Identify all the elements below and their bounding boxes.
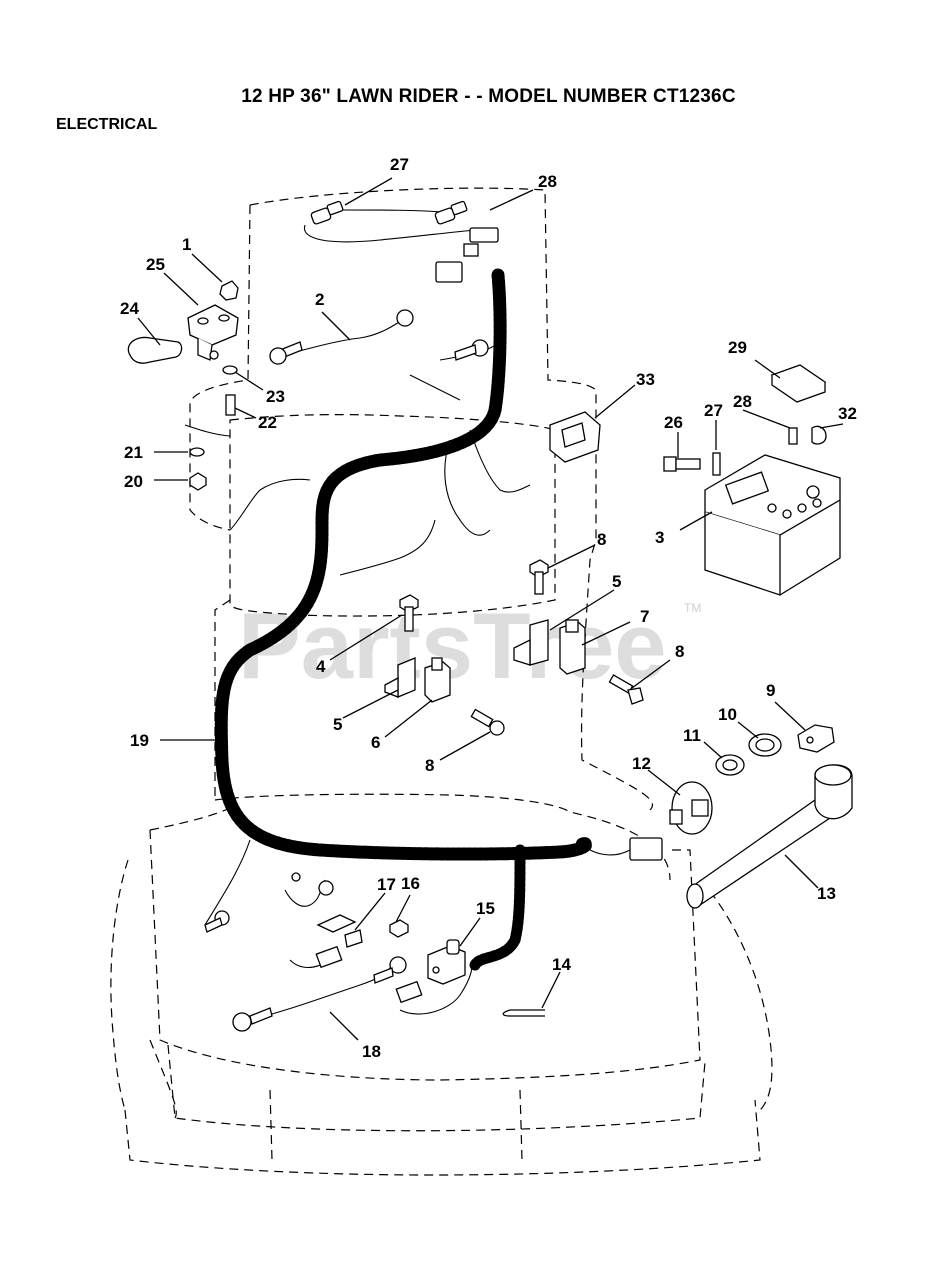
- callout-5-left: 5: [333, 715, 342, 734]
- nut-1: [219, 280, 239, 301]
- lamp-socket-32: [434, 200, 499, 257]
- callout-14: 14: [552, 955, 571, 974]
- callout-5-right: 5: [612, 572, 621, 591]
- callout-3: 3: [655, 528, 664, 547]
- terminal-28: [788, 427, 798, 445]
- interlock-switch-7: [559, 619, 586, 675]
- callout-26: 26: [664, 413, 683, 432]
- fuse-16: [389, 919, 409, 938]
- callout-22: 22: [258, 413, 277, 432]
- callout-32: 28: [538, 172, 557, 191]
- washer-23: [222, 365, 238, 375]
- leader-lines: [137, 177, 844, 1041]
- diagram-title: 12 HP 36" LAWN RIDER - - MODEL NUMBER CT…: [241, 86, 736, 107]
- callout-24: 24: [120, 299, 139, 318]
- callout-21: 21: [124, 443, 143, 462]
- callout-29: 29: [728, 338, 747, 357]
- callout-27: 27: [704, 401, 723, 420]
- callout-19: 19: [130, 731, 149, 750]
- ring-terminals-lower: [204, 872, 334, 933]
- callout-8-right: 8: [675, 642, 684, 661]
- ignition-key-9: [797, 724, 835, 753]
- callout-17: 17: [377, 875, 396, 894]
- callout-13: 13: [817, 884, 836, 903]
- ground-cable-2: [269, 309, 414, 365]
- washer-21: [189, 447, 205, 457]
- callout-10: 10: [718, 705, 737, 724]
- bolt-8-lower: [470, 708, 505, 736]
- solenoid-25: [187, 304, 239, 361]
- callout-31: 27: [390, 155, 409, 174]
- switch-33: [549, 411, 601, 463]
- callout-9: 9: [766, 681, 775, 700]
- callout-23: 23: [266, 387, 285, 406]
- nut-11: [715, 754, 745, 776]
- callout-25: 25: [146, 255, 165, 274]
- connector-terminal: [395, 980, 423, 1004]
- callout-12: 12: [632, 754, 651, 773]
- bolt-8-right: [608, 674, 644, 705]
- nut-20: [189, 472, 207, 491]
- callout-1: 1: [182, 235, 191, 254]
- cover-30: [811, 425, 827, 445]
- callout-15: 15: [476, 899, 495, 918]
- ignition-switch-12: [669, 781, 713, 835]
- callout-20: 20: [124, 472, 143, 491]
- callout-16: 16: [401, 874, 420, 893]
- callout-28: 28: [733, 392, 752, 411]
- cable-18-terminals: [232, 956, 407, 1032]
- tube-13: [686, 764, 853, 909]
- callout-2: 2: [315, 290, 324, 309]
- watermark-tm: TM: [684, 601, 701, 615]
- callout-30: 32: [838, 404, 857, 423]
- lamp-socket-31: [310, 200, 344, 225]
- coiled-wire-harness: [214, 268, 593, 971]
- harness-connector-top: [435, 261, 463, 283]
- pin-27: [712, 452, 721, 476]
- ring-terminal: [454, 339, 489, 361]
- callout-8-upper: 8: [597, 530, 606, 549]
- parts-drawings: [127, 200, 853, 1032]
- callout-11: 11: [683, 726, 701, 745]
- cable-tie-14: [502, 1009, 545, 1017]
- bolt-8-upper: [529, 559, 549, 595]
- thin-wires: [184, 209, 631, 1021]
- section-label: ELECTRICAL: [56, 116, 158, 133]
- harness-connector-lower: [629, 837, 663, 861]
- fuse-holder-17: [315, 914, 363, 969]
- callout-8-lower: 8: [425, 756, 434, 775]
- callout-4: 4: [316, 657, 326, 676]
- interlock-switch-6: [424, 657, 451, 703]
- screw-22: [225, 394, 236, 416]
- bolt-26: [663, 456, 701, 472]
- callout-6: 6: [371, 733, 380, 752]
- callout-18: 18: [362, 1042, 381, 1061]
- battery-3: [704, 454, 841, 596]
- bolt-4: [399, 594, 419, 632]
- callout-7: 7: [640, 607, 649, 626]
- battery-pad-29: [770, 364, 827, 403]
- callout-numbers: 27 28 1 25 24 2 23 22 21 20 33 29 26 27 …: [120, 155, 857, 1061]
- bezel-10: [748, 733, 782, 757]
- seat-switch-15: [427, 939, 466, 985]
- callout-33: 33: [636, 370, 655, 389]
- terminal-boot-24: [127, 336, 183, 364]
- bracket-5-right: [513, 619, 549, 666]
